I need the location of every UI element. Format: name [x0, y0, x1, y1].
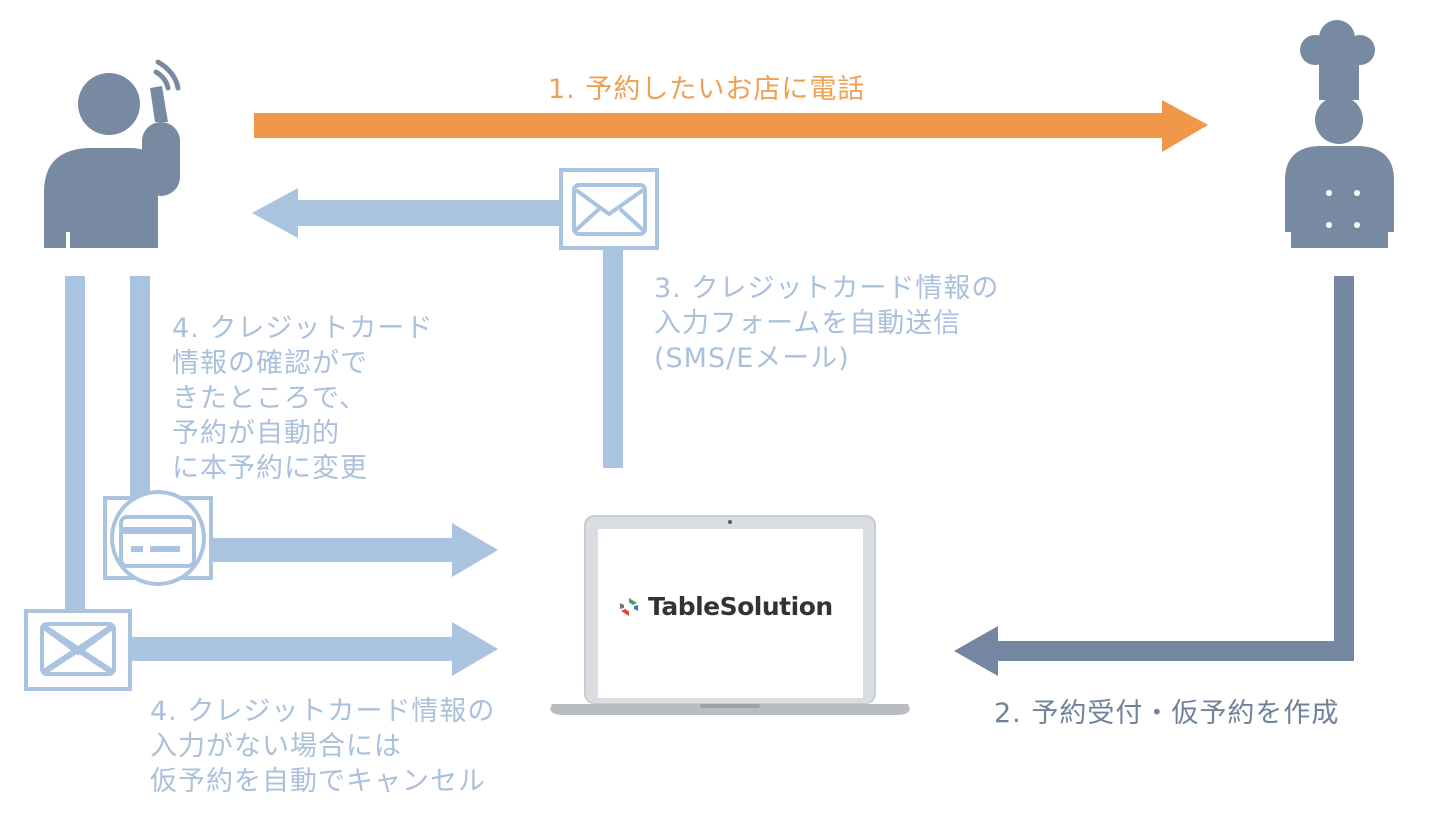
arrow-restaurant-to-system [954, 276, 1354, 676]
brand-name: TableSolution [648, 592, 833, 621]
envelope-icon [559, 168, 659, 250]
person-calling-icon [44, 59, 181, 248]
step4-cancel-label: 4. クレジットカード情報の 入力がない場合には 仮予約を自動でキャンセル [150, 696, 496, 797]
line-cancel-path [65, 276, 85, 612]
arrow-card-to-system [210, 523, 498, 577]
chef-icon [1285, 20, 1394, 248]
step2-label: 2. 予約受付・仮予約を作成 [994, 698, 1340, 729]
tablesolution-logo-icon [620, 597, 638, 616]
line-confirm-path [130, 276, 150, 498]
tablesolution-logo: TableSolution [618, 592, 833, 621]
step4-confirm-label: 4. クレジットカード 情報の確認がで きたところで、 予約が自動的 に本予約に… [172, 313, 434, 484]
step3-label: 3. クレジットカード情報の 入力フォームを自動送信 (SMS/Eメール) [654, 273, 1000, 374]
arrow-send-form [252, 188, 623, 468]
crossed-envelope-icon [24, 609, 132, 691]
arrow-call-restaurant [254, 100, 1208, 152]
arrow-no-card-to-system [130, 622, 498, 676]
credit-card-icon [103, 490, 213, 586]
laptop-icon [550, 515, 910, 715]
step1-label: 1. 予約したいお店に電話 [548, 74, 866, 105]
